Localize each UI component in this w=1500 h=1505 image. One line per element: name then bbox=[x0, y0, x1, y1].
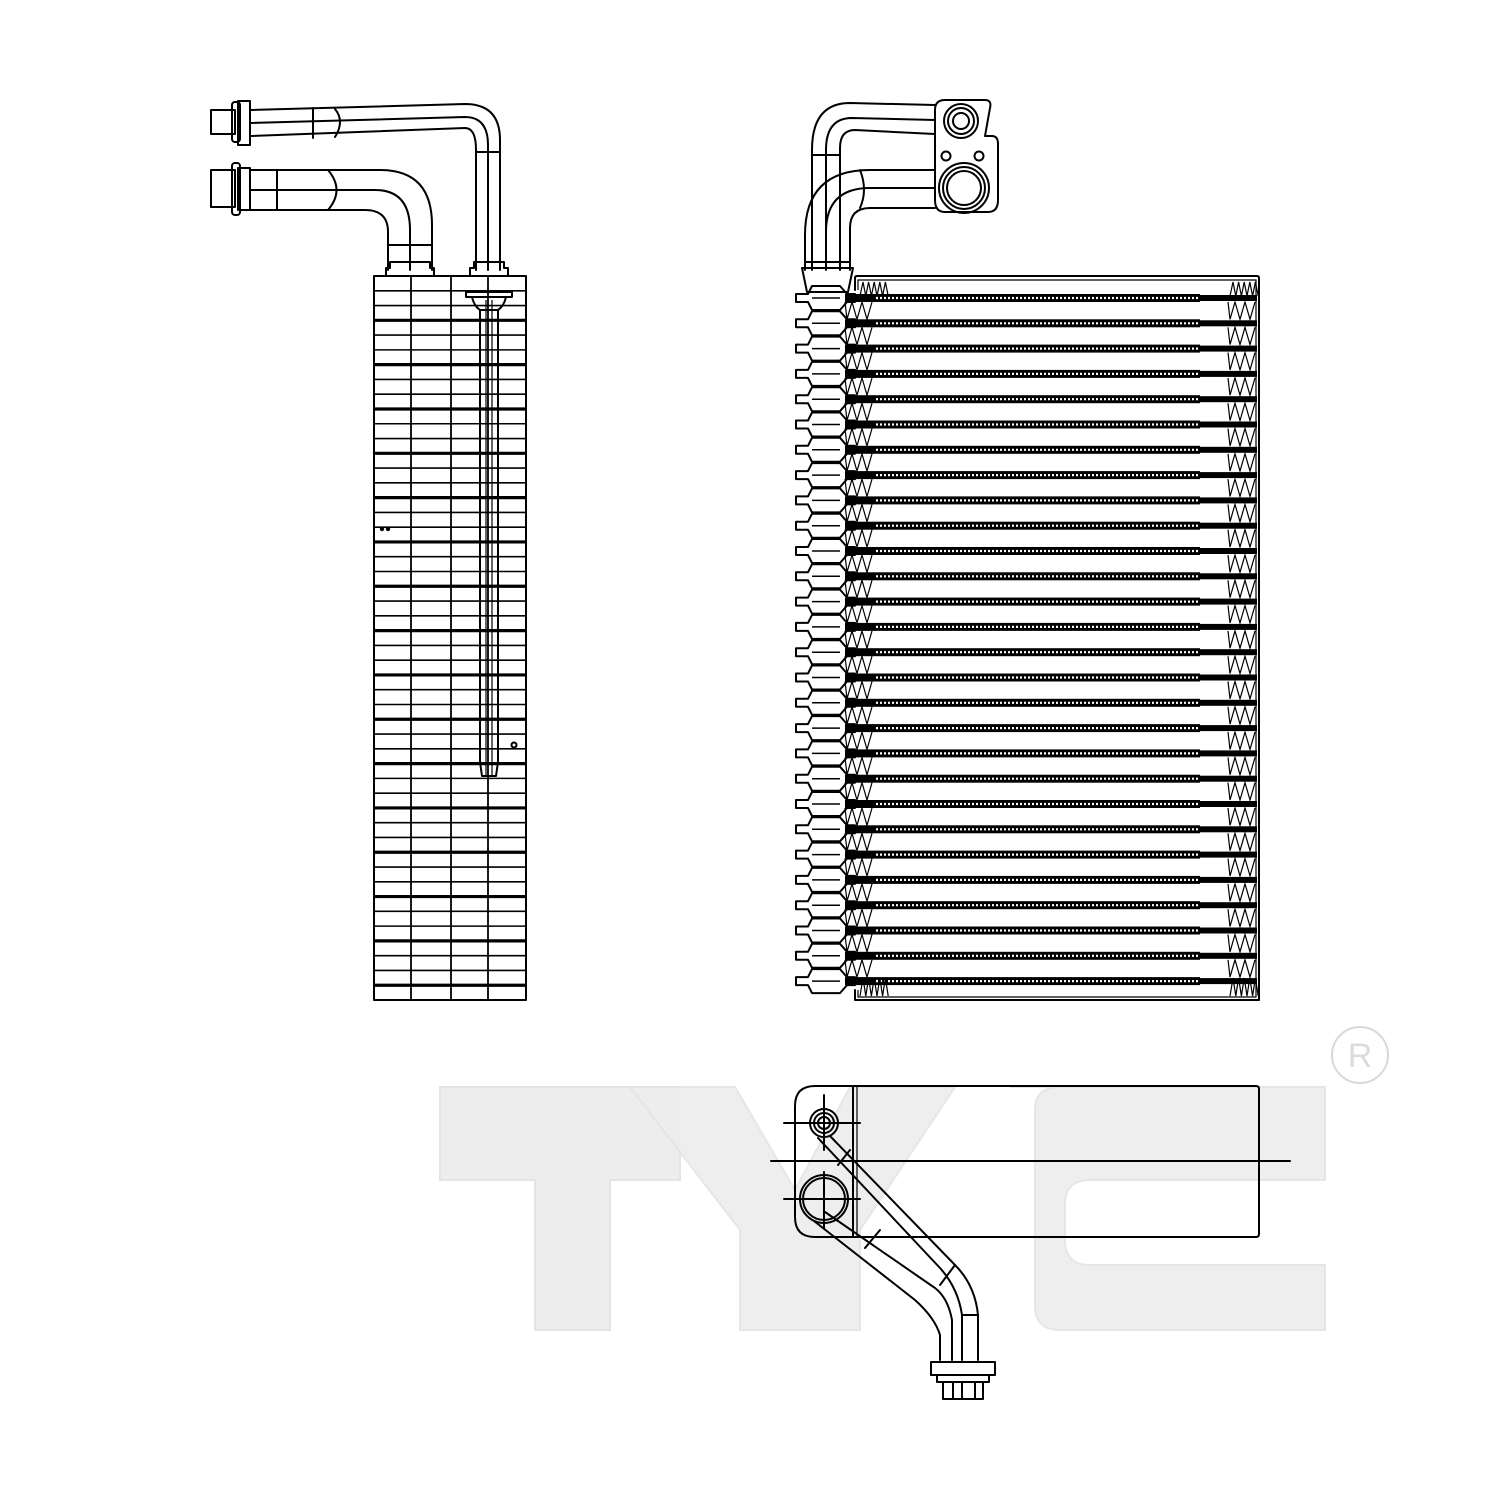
evaporator-tube bbox=[795, 866, 1257, 904]
evaporator-tube bbox=[795, 942, 1257, 980]
evaporator-tube bbox=[795, 639, 1257, 676]
fin-zigzag bbox=[859, 977, 889, 997]
evaporator-tube bbox=[795, 740, 1257, 777]
evaporator-tube bbox=[795, 816, 1257, 853]
evaporator-tube bbox=[795, 968, 1257, 995]
side-view-upper-pipe bbox=[210, 100, 501, 271]
evaporator-tube bbox=[795, 487, 1257, 524]
evaporator-tube bbox=[795, 563, 1257, 600]
evaporator-tube bbox=[795, 360, 1257, 398]
evaporator-tube bbox=[795, 512, 1257, 550]
evaporator-tube bbox=[795, 335, 1257, 373]
evaporator-tube bbox=[795, 892, 1257, 929]
front-view-fitting-block bbox=[934, 99, 999, 214]
evaporator-tube bbox=[795, 436, 1257, 474]
evaporator-tube bbox=[795, 765, 1257, 803]
top-view bbox=[770, 1085, 1291, 1400]
side-view bbox=[210, 100, 527, 1001]
evaporator-tube bbox=[795, 462, 1257, 499]
evaporator-tube bbox=[795, 588, 1257, 626]
evaporator-tube bbox=[795, 917, 1257, 954]
evaporator-tube bbox=[795, 538, 1257, 575]
front-view bbox=[795, 99, 1260, 1001]
tyc-watermark-logo: R bbox=[439, 1026, 1389, 1331]
evaporator-tube bbox=[795, 411, 1257, 448]
evaporator-tube bbox=[795, 689, 1257, 727]
fin-zigzag bbox=[859, 281, 889, 297]
registered-mark-icon bbox=[1331, 1026, 1389, 1084]
registered-mark-letter: R bbox=[1348, 1037, 1373, 1075]
fin-zigzag bbox=[1229, 281, 1259, 297]
evaporator-tube bbox=[795, 715, 1257, 752]
evaporator-tube bbox=[795, 310, 1257, 347]
side-view-manifold bbox=[379, 291, 518, 777]
evaporator-tube bbox=[795, 791, 1257, 828]
front-view-pipes bbox=[801, 102, 936, 293]
side-view-core bbox=[373, 275, 527, 1001]
evaporator-tube bbox=[795, 664, 1257, 701]
side-view-lower-pipe bbox=[210, 162, 433, 271]
fin-zigzag bbox=[1229, 977, 1259, 997]
evaporator-tube bbox=[795, 386, 1257, 423]
evaporator-tube bbox=[795, 841, 1257, 879]
evaporator-tube bbox=[795, 613, 1257, 651]
